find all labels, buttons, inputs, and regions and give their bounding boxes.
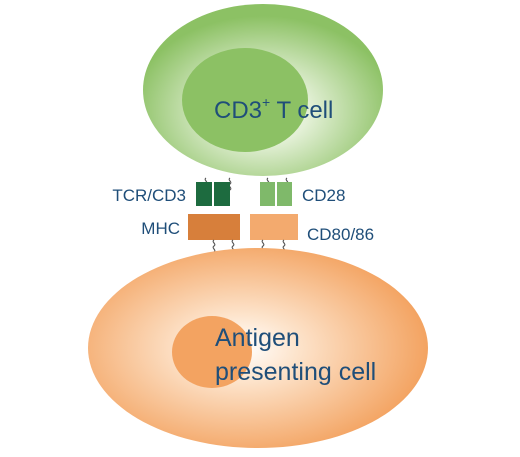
cd80-86-label: CD80/86	[307, 225, 374, 244]
mhc-label: MHC	[141, 219, 180, 238]
apc-body	[88, 248, 428, 448]
cd28-receptor	[260, 182, 292, 206]
mhc-molecule	[188, 214, 240, 240]
apc-label-line1: Antigen	[215, 324, 300, 352]
cd28-label: CD28	[302, 186, 345, 205]
antigen-presenting-cell: Antigen presenting cell	[88, 248, 428, 448]
tcr-cd3-receptor	[196, 182, 230, 206]
apc-label-line2: presenting cell	[215, 358, 376, 386]
apc-nucleus	[172, 316, 252, 388]
t-cell-nucleus	[182, 48, 308, 152]
t-cell: CD3+ T cell	[143, 4, 383, 176]
t-cell-label: CD3+ T cell	[214, 94, 333, 124]
cd80-86-molecule	[250, 214, 298, 240]
tcr-cd3-label: TCR/CD3	[112, 186, 186, 205]
